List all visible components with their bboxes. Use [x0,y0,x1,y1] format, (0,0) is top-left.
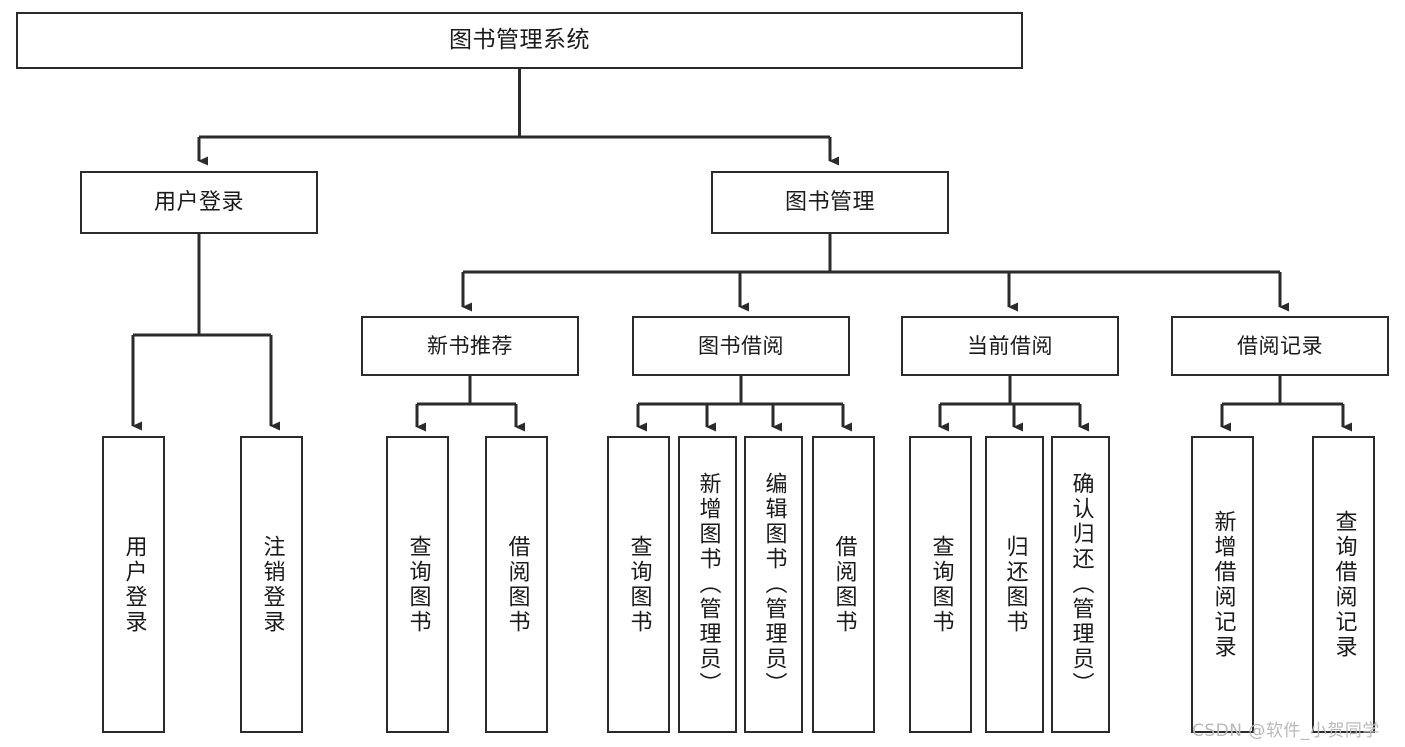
node-label: 查询图书 [405,534,431,635]
node-l2-book-borrow[interactable]: 图书借阅 [632,316,850,376]
node-label: 图书管理系统 [449,26,590,53]
node-l2-current-borrow[interactable]: 当前借阅 [901,316,1119,376]
node-label: 注销登录 [259,534,285,635]
node-label: 新书推荐 [427,333,513,358]
node-label: 当前借阅 [967,333,1053,358]
edge-group-user-login [131,234,280,431]
node-label: 借阅图书 [504,534,530,635]
node-leaf-query-book-borrow[interactable]: 查询图书 [607,436,670,733]
node-label: 用户登录 [121,534,147,635]
edge-group-new-book-recommend [415,376,525,432]
node-label: 用户登录 [153,189,244,215]
node-leaf-add-book-admin[interactable]: 新增图书（管理员） [678,436,737,733]
node-label: 查询图书 [626,534,652,635]
node-label: 图书借阅 [698,333,784,358]
node-leaf-return-book[interactable]: 归还图书 [985,436,1044,733]
node-label: 查询借阅记录 [1331,509,1357,660]
node-label: 新增借阅记录 [1210,509,1236,660]
node-leaf-add-borrow-record[interactable]: 新增借阅记录 [1191,436,1254,733]
node-leaf-logout-login[interactable]: 注销登录 [240,436,303,733]
node-l2-new-book-recommend[interactable]: 新书推荐 [361,316,579,376]
node-label: 编辑图书（管理员） [761,472,787,697]
node-label: 新增图书（管理员） [695,472,721,697]
node-leaf-query-borrow-record[interactable]: 查询借阅记录 [1312,436,1375,733]
node-l1-book-management[interactable]: 图书管理 [711,171,949,234]
edge-group-root [197,69,839,166]
node-root-book-management-system[interactable]: 图书管理系统 [16,12,1023,69]
node-leaf-query-book-recommend[interactable]: 查询图书 [386,436,449,733]
node-label: 确认归还（管理员） [1068,472,1094,697]
node-label: 借阅记录 [1237,333,1323,358]
node-leaf-edit-book-admin[interactable]: 编辑图书（管理员） [744,436,803,733]
node-l2-borrow-record[interactable]: 借阅记录 [1171,316,1389,376]
node-leaf-borrow-book-recommend[interactable]: 借阅图书 [485,436,548,733]
node-label: 归还图书 [1002,534,1028,635]
edge-group-book-borrow [636,376,852,432]
node-label: 借阅图书 [831,534,857,635]
node-leaf-borrow-book[interactable]: 借阅图书 [812,436,875,733]
node-l1-user-login[interactable]: 用户登录 [80,171,318,234]
edge-group-book-management [461,234,1289,312]
edge-group-current-borrow [938,376,1089,432]
node-leaf-query-book-current[interactable]: 查询图书 [909,436,972,733]
node-label: 图书管理 [784,189,875,215]
node-leaf-confirm-return-admin[interactable]: 确认归还（管理员） [1051,436,1110,733]
node-leaf-user-login[interactable]: 用户登录 [102,436,165,733]
node-label: 查询图书 [928,534,954,635]
edge-group-borrow-record [1220,376,1352,432]
